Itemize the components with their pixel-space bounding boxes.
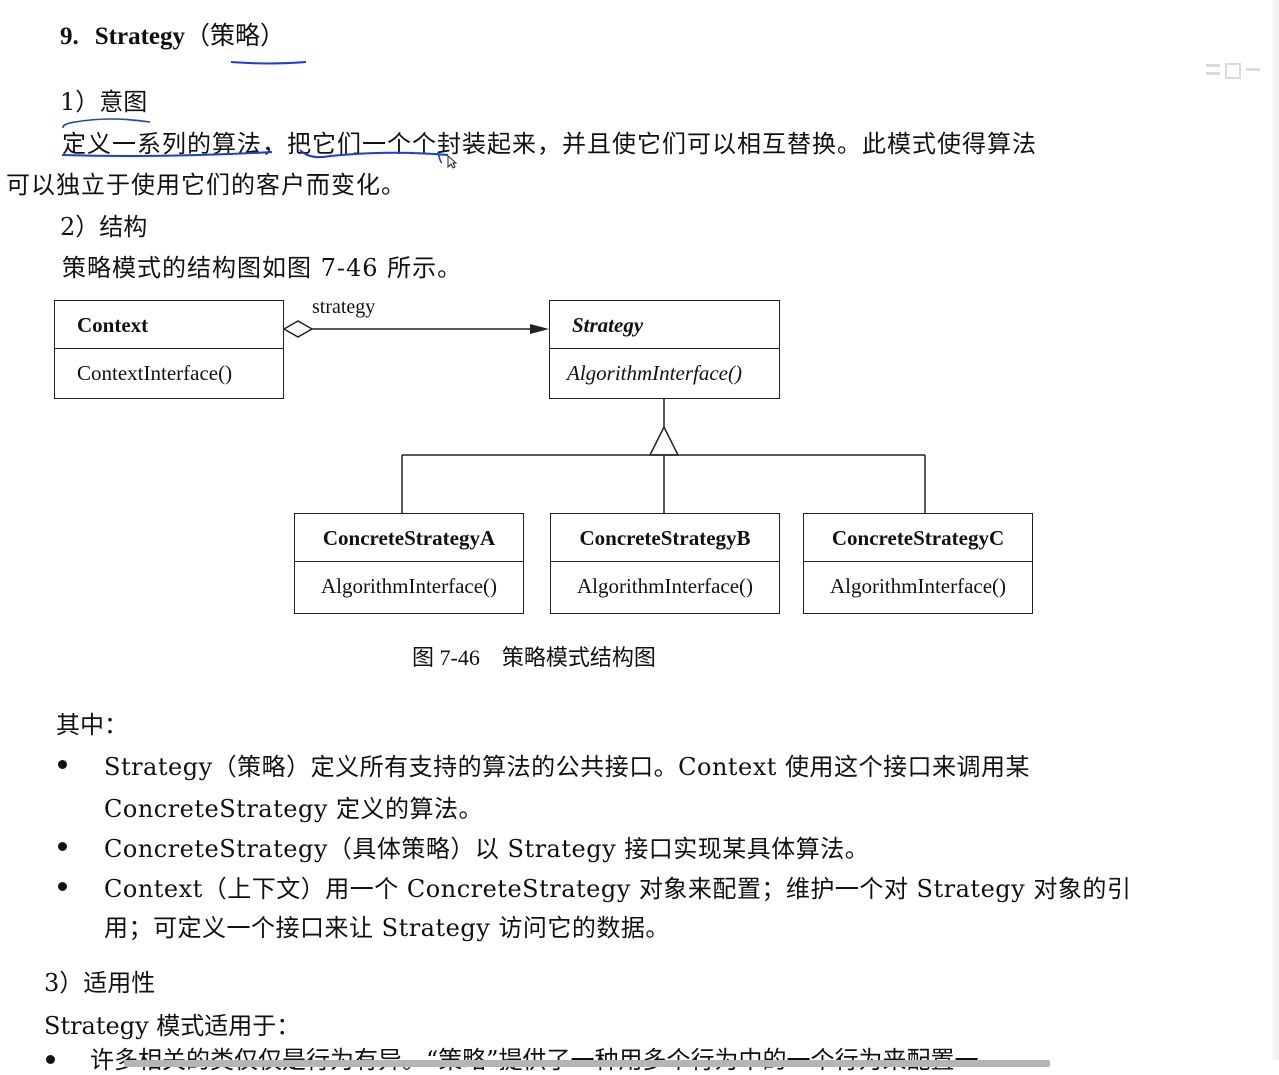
mouse-cursor-icon [447, 155, 457, 169]
uml-class-concrete-strategy-c: ConcreteStrategyC AlgorithmInterface() [803, 513, 1033, 614]
section-number: 9. [60, 23, 79, 50]
title-chinese: （策略） [185, 23, 286, 50]
section-structure-heading: 2）结构 [60, 213, 148, 241]
uml-class-concrete-strategy-a: ConcreteStrategyA AlgorithmInterface() [294, 513, 524, 614]
uml-class-concrete-strategy-b: ConcreteStrategyB AlgorithmInterface() [550, 513, 780, 614]
page-title: 9. Strategy（策略） [60, 16, 285, 52]
bullet-3-line-1: Context（上下文）用一个 ConcreteStrategy 对象来配置；维… [104, 875, 1132, 903]
title-english: Strategy [94, 23, 185, 50]
vertical-scrollbar-track[interactable] [1273, 0, 1279, 1060]
title-underline-annotation [230, 61, 307, 65]
horizontal-scrollbar-thumb[interactable] [124, 1060, 1050, 1067]
class-operation: ContextInterface() [77, 361, 233, 385]
bullet-1-line-1: Strategy（策略）定义所有支持的算法的公共接口。Context 使用这个接… [104, 753, 1031, 781]
aggregation-diamond [282, 320, 314, 338]
class-name: ConcreteStrategyA [295, 514, 523, 562]
class-name: Context [55, 301, 283, 349]
association-label: strategy [312, 296, 376, 318]
class-operation: AlgorithmInterface() [576, 574, 754, 598]
class-operation: AlgorithmInterface() [320, 574, 498, 598]
class-name: ConcreteStrategyB [551, 514, 779, 562]
class-name: Strategy [550, 301, 779, 349]
applicability-bullet-partial: 许多相关的类仅仅是行为有异。“策略”提供了一种用多个行为中的一个行为来配置一 [90, 1040, 979, 1075]
intent-text-line-1: 定义一系列的算法，把它们一个个封装起来，并且使它们可以相互替换。此模式使得算法 [62, 130, 1037, 158]
bullet-icon [46, 1055, 55, 1064]
class-operation: AlgorithmInterface() [567, 361, 742, 385]
uml-class-strategy: Strategy AlgorithmInterface() [549, 300, 780, 399]
section-applicability-heading: 3）适用性 [44, 969, 156, 997]
where-label: 其中： [56, 711, 128, 739]
bullet-1-line-2: ConcreteStrategy 定义的算法。 [104, 795, 483, 823]
class-operation: AlgorithmInterface() [829, 574, 1007, 598]
figure-caption: 图 7-46 策略模式结构图 [412, 645, 656, 670]
uml-class-context: Context ContextInterface() [54, 300, 284, 399]
bullet-2-line-1: ConcreteStrategy（具体策略）以 Strategy 接口实现某具体… [104, 835, 870, 863]
bullet-3-line-2: 用；可定义一个接口来让 Strategy 访问它的数据。 [104, 914, 670, 942]
class-name: ConcreteStrategyC [804, 514, 1032, 562]
structure-intro-text: 策略模式的结构图如图 7-46 所示。 [62, 254, 463, 282]
bullet-icon [58, 760, 67, 769]
intent-text-line-2: 可以独立于使用它们的客户而变化。 [6, 171, 406, 199]
watermark-logo-icon [1206, 63, 1260, 79]
bullet-icon [58, 882, 67, 891]
association-arrowhead [530, 324, 549, 334]
section-intent-heading: 1）意图 [60, 88, 148, 116]
inheritance-triangle [648, 425, 680, 456]
bullet-icon [58, 842, 67, 851]
applicability-intro: Strategy 模式适用于： [44, 1012, 301, 1040]
